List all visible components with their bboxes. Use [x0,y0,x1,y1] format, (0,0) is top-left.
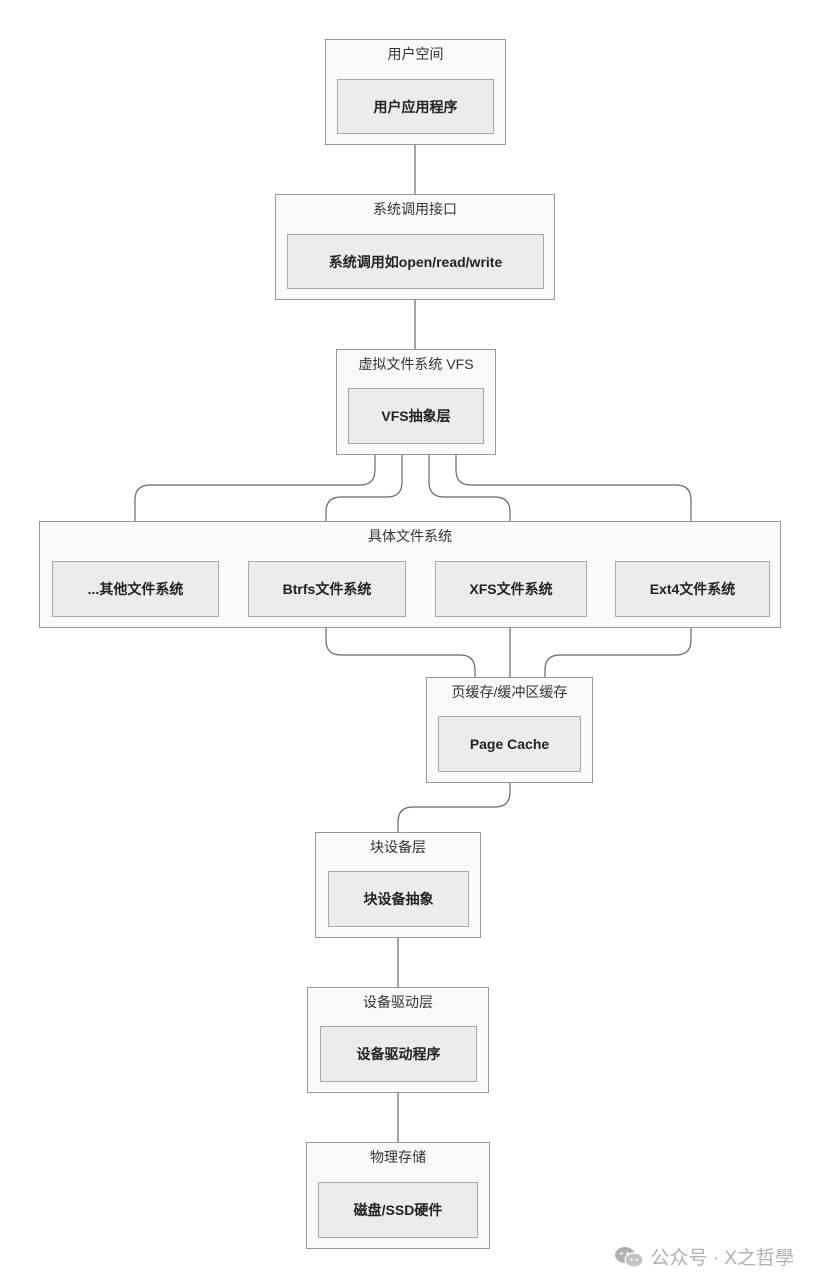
group-concrete-fs-label: 具体文件系统 [368,528,452,544]
watermark: 公众号 · X之哲學 [614,1243,794,1270]
node-device-driver: 设备驱动程序 [320,1026,477,1082]
wechat-icon [615,1246,645,1268]
group-block-layer-label: 块设备层 [370,839,426,855]
group-syscall-interface-label: 系统调用接口 [373,201,457,217]
group-syscall-interface: 系统调用接口 系统调用如open/read/write [275,194,555,300]
group-user-space-label: 用户空间 [387,46,444,62]
node-user-app: 用户应用程序 [337,79,494,134]
group-vfs: 虚拟文件系统 VFS VFS抽象层 [336,349,496,455]
group-driver-layer-label: 设备驱动层 [363,994,433,1010]
node-block-abstraction: 块设备抽象 [328,871,469,927]
group-cache: 页缓存/缓冲区缓存 Page Cache [426,677,593,783]
node-btrfs: Btrfs文件系统 [248,561,406,617]
node-ext4: Ext4文件系统 [615,561,770,617]
group-block-layer: 块设备层 块设备抽象 [315,832,481,938]
node-disk-hardware: 磁盘/SSD硬件 [318,1182,478,1238]
node-syscall: 系统调用如open/read/write [287,234,544,289]
node-other-fs: ...其他文件系统 [52,561,219,617]
node-page-cache: Page Cache [438,716,581,772]
group-physical-storage-label: 物理存储 [370,1149,426,1165]
group-driver-layer: 设备驱动层 设备驱动程序 [307,987,489,1093]
node-xfs: XFS文件系统 [435,561,587,617]
group-user-space: 用户空间 用户应用程序 [325,39,506,145]
group-cache-label: 页缓存/缓冲区缓存 [451,684,568,700]
node-vfs-abstraction: VFS抽象层 [348,388,484,444]
watermark-text: 公众号 · X之哲學 [650,1248,794,1269]
group-physical-storage: 物理存储 磁盘/SSD硬件 [306,1142,490,1249]
group-vfs-label: 虚拟文件系统 VFS [358,356,474,372]
group-concrete-fs: 具体文件系统 ...其他文件系统 Btrfs文件系统 XFS文件系统 Ext4文… [39,521,781,628]
